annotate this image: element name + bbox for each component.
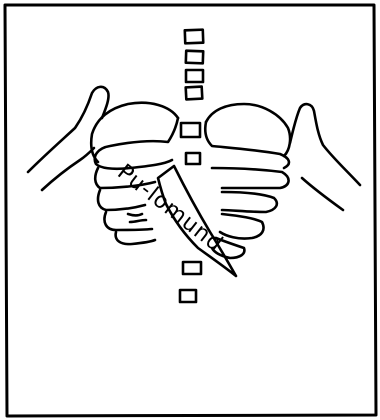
scribble (128, 214, 142, 216)
right-arm (290, 104, 360, 210)
vertebra (186, 51, 203, 64)
vertebra (180, 290, 196, 302)
vertebra (181, 123, 200, 137)
vertebra (186, 153, 200, 164)
vertebra (183, 262, 201, 274)
right-lung-outline (206, 104, 290, 156)
rib (116, 232, 155, 244)
rib (212, 168, 289, 188)
rib (205, 122, 289, 168)
vertebra (185, 30, 203, 44)
rib (222, 192, 277, 212)
scribble (130, 220, 146, 222)
vertebra (186, 87, 203, 100)
vertebra (186, 70, 203, 82)
spine-vertebrae (180, 30, 203, 302)
rib (95, 118, 178, 169)
rib (220, 214, 264, 239)
